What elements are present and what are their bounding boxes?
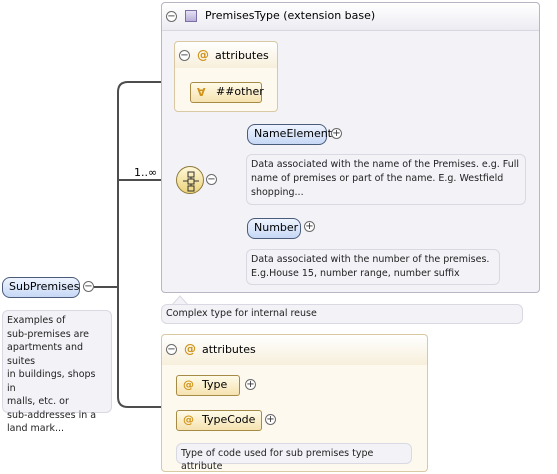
- subpremises-element[interactable]: SubPremises: [2, 277, 80, 298]
- type-attribute-pill[interactable]: @ Type: [176, 375, 240, 396]
- collapse-toggle-icon[interactable]: −: [166, 344, 177, 355]
- number-label: Number: [254, 221, 299, 234]
- typecode-attribute-label: TypeCode: [202, 413, 256, 426]
- collapse-toggle-icon[interactable]: −: [179, 50, 190, 61]
- type-attribute-label: Type: [202, 378, 228, 391]
- attribute-icon: @: [184, 342, 196, 356]
- number-element[interactable]: Number: [247, 218, 301, 239]
- attributes-label: attributes: [202, 343, 256, 356]
- attribute-icon: @: [197, 48, 209, 62]
- complex-type-note: Complex type for internal reuse: [161, 304, 523, 324]
- number-doc: Data associated with the number of the p…: [246, 249, 500, 285]
- any-attribute-icon: ∀: [197, 86, 206, 99]
- expand-toggle-icon[interactable]: +: [304, 221, 315, 232]
- any-attribute-label: ##other: [216, 85, 264, 98]
- subpremises-label: SubPremises: [9, 280, 80, 293]
- expand-toggle-icon[interactable]: +: [331, 128, 342, 139]
- complex-type-icon: [185, 10, 197, 22]
- any-attribute-pill[interactable]: ∀ ##other: [190, 82, 264, 103]
- occurrence-label: 1..∞: [134, 166, 158, 179]
- expand-toggle-icon[interactable]: +: [245, 379, 256, 390]
- collapse-toggle-icon[interactable]: −: [206, 174, 217, 185]
- collapse-toggle-icon[interactable]: −: [166, 11, 177, 22]
- trunk-to-premises: [117, 81, 162, 93]
- nameelement-label: NameElement: [254, 127, 332, 140]
- sequence-compositor[interactable]: [176, 166, 204, 194]
- typecode-attribute-pill[interactable]: @ TypeCode: [176, 410, 262, 431]
- collapse-toggle-icon[interactable]: −: [83, 281, 94, 292]
- attributes-label: attributes: [215, 49, 269, 62]
- premises-type-title: PremisesType (extension base): [205, 9, 376, 22]
- attribute-icon: @: [183, 378, 194, 391]
- trunk-vertical: [117, 92, 162, 408]
- sequence-icon: [183, 171, 199, 192]
- subpremises-doc: Examples of sub-premises are apartments …: [2, 310, 112, 434]
- premises-type-header: [162, 3, 539, 31]
- attribute-icon: @: [183, 413, 194, 426]
- nameelement-element[interactable]: NameElement: [247, 124, 332, 145]
- nameelement-doc: Data associated with the name of the Pre…: [246, 154, 526, 205]
- typecode-doc: Type of code used for sub premises type …: [176, 443, 412, 472]
- expand-toggle-icon[interactable]: +: [265, 414, 276, 425]
